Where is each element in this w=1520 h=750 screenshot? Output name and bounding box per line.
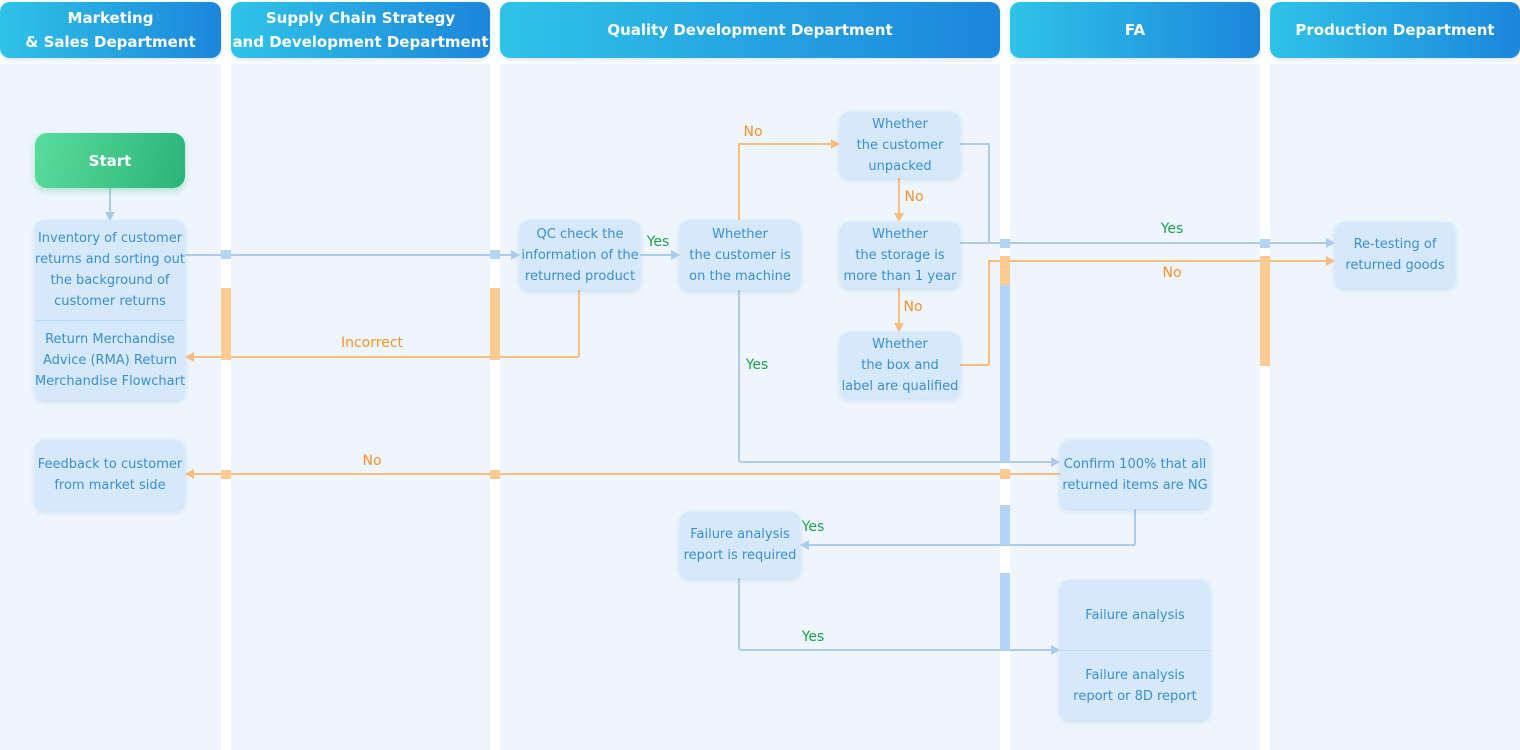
bridge-blue-gap3-report-line: [1000, 505, 1010, 545]
edge-storage-to-boxlabel: [898, 288, 900, 324]
edge-confirm-to-report-v: [1134, 509, 1136, 545]
edge-inventory-to-qc: [185, 254, 512, 256]
lane-header-quality: Quality Development Department: [500, 2, 1000, 58]
bridge-orange-gap4-no-retest-line: [1260, 256, 1270, 366]
edge-machine-to-confirm-v: [738, 290, 740, 462]
arrowhead-into-inventory: [105, 212, 115, 221]
lane-header-fa: FA: [1010, 2, 1260, 58]
edge-unpacked-branch-v: [988, 143, 990, 243]
bridge-orange-gap2-incorrect-line: [490, 288, 500, 360]
arrowhead-into-machine: [671, 250, 680, 260]
edge-confirm-to-feedback: [193, 473, 1060, 475]
bridge-blue-gap3-retest-line: [1000, 239, 1010, 248]
lane-quality: [500, 64, 1000, 750]
edge-boxlabel-to-retest-h1: [960, 364, 989, 366]
arrowhead-into-confirm: [1051, 457, 1060, 467]
bridge-blue-gap1-inventory-line: [221, 250, 231, 259]
edge-boxlabel-to-retest-v: [988, 260, 990, 365]
edge-label-no-unpacked-storage: No: [904, 189, 924, 205]
edge-confirm-to-report-h: [808, 544, 1135, 546]
bridge-blue-gap2-inventory-line: [490, 250, 500, 259]
bridge-blue-gap3-analysis-line: [1000, 573, 1010, 651]
edge-report-to-analysis-v: [738, 578, 740, 650]
lane-header-production: Production Department: [1270, 2, 1520, 58]
edge-qc-to-rma-h: [193, 356, 579, 358]
edge-unpacked-branch-h: [960, 143, 989, 145]
edge-boxlabel-to-retest-h2: [990, 260, 1327, 262]
arrowhead-into-retest-no: [1326, 256, 1335, 266]
bridge-orange-gap2-feedback-line: [490, 470, 500, 479]
arrowhead-into-fa-report-required: [800, 540, 809, 550]
edge-label-yes-report-analysis: Yes: [801, 629, 825, 645]
edge-storage-to-retest: [960, 242, 1327, 244]
node-start[interactable]: Start: [35, 133, 185, 188]
bridge-orange-gap1-incorrect-line: [221, 288, 231, 360]
bridge-blue-gap4-retest-line: [1260, 239, 1270, 248]
edge-label-no-storage-boxlabel: No: [903, 299, 923, 315]
edge-qc-to-rma-v: [578, 290, 580, 357]
arrowhead-into-unpacked: [831, 139, 840, 149]
edge-label-no-retest: No: [1162, 265, 1182, 281]
arrowhead-into-storage: [894, 213, 904, 222]
edge-machine-to-confirm-h: [740, 461, 1052, 463]
edge-label-yes-retest: Yes: [1160, 221, 1184, 237]
edge-label-no-confirm-feedback: No: [362, 453, 382, 469]
arrowhead-into-failure-analysis: [1051, 645, 1060, 655]
edge-report-to-analysis-h: [740, 649, 1052, 651]
bridge-blue-gap3-confirm-line: [1000, 285, 1010, 462]
edge-label-no-machine-unpacked: No: [743, 124, 763, 140]
edge-qc-to-machine: [640, 254, 672, 256]
bridge-orange-gap3-feedback-line: [1000, 469, 1010, 479]
edge-machine-to-unpacked-v: [738, 145, 740, 220]
edge-machine-to-unpacked-h: [738, 143, 832, 145]
arrowhead-into-retest-yes: [1326, 238, 1335, 248]
edge-label-yes-qc-machine: Yes: [646, 234, 670, 250]
arrowhead-into-boxlabel: [894, 323, 904, 332]
lane-supply-chain: [231, 64, 490, 750]
arrowhead-into-feedback: [185, 469, 194, 479]
arrowhead-into-rma: [185, 352, 194, 362]
lane-production: [1270, 64, 1520, 750]
arrowhead-into-qc: [511, 250, 520, 260]
node-failure-analysis[interactable]: Failure analysis: [1060, 580, 1210, 651]
edge-label-yes-machine-confirm: Yes: [745, 357, 769, 373]
bridge-orange-gap3-no-retest-line: [1000, 256, 1010, 285]
bridge-orange-gap1-feedback-line: [221, 470, 231, 479]
edge-label-yes-confirm-report: Yes: [801, 519, 825, 535]
edge-unpacked-to-storage: [898, 178, 900, 214]
lane-header-marketing: Marketing& Sales Department: [0, 2, 221, 58]
edge-start-to-inventory: [109, 188, 111, 213]
edge-label-incorrect: Incorrect: [340, 335, 404, 351]
